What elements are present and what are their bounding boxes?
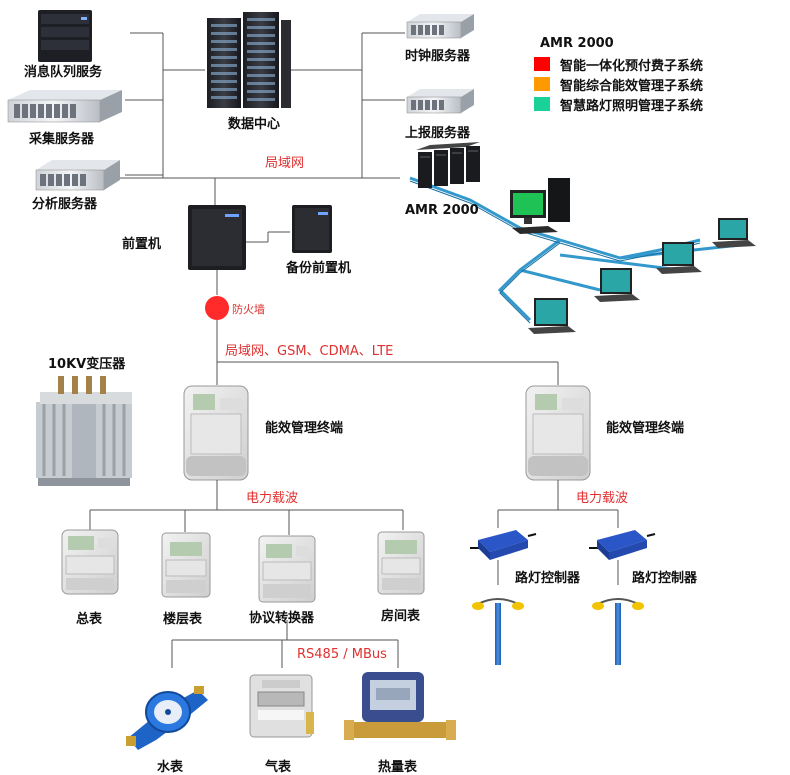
lamp-controller-icon	[470, 530, 537, 560]
meter-bus-lines	[89, 480, 619, 668]
clock-server-label: 时钟服务器	[405, 49, 471, 64]
collect-server-label: 采集服务器	[29, 132, 95, 147]
terminal-left-icon	[183, 385, 249, 481]
protocol-converter-icon	[258, 535, 316, 603]
gas-meter-icon	[249, 674, 314, 738]
report-server-icon	[406, 89, 474, 114]
laptop-icon	[594, 268, 640, 302]
protocol-converter-label: 协议转换器	[249, 611, 315, 626]
collect-server-icon	[7, 90, 122, 123]
data-center-label: 数据中心	[228, 117, 281, 132]
server-lan-lines	[120, 32, 559, 385]
lamp-controller-label-2: 路灯控制器	[632, 571, 698, 586]
terminal-left-label: 能效管理终端	[265, 421, 344, 436]
analysis-server-icon	[35, 160, 120, 191]
front-machine-icon	[188, 205, 246, 270]
workstation-icon	[510, 178, 570, 234]
transformer-icon	[36, 376, 132, 486]
water-meter-icon	[126, 686, 208, 750]
rs485-label: RS485 / MBus	[297, 647, 387, 662]
floor-meter-label: 楼层表	[163, 612, 203, 627]
clock-server-icon	[406, 14, 474, 39]
laptop-icon	[656, 242, 702, 274]
terminal-right-icon	[525, 385, 591, 481]
heat-meter-label: 热量表	[378, 760, 418, 775]
terminal-right-label: 能效管理终端	[606, 421, 685, 436]
legend-item-prepaid: 智能一体化预付费子系统	[534, 56, 704, 74]
transformer-label: 10KV变压器	[48, 357, 126, 372]
legend-swatch-green	[534, 97, 550, 111]
plc-left-label: 电力载波	[246, 491, 299, 506]
room-meter-icon	[377, 531, 425, 595]
legend-label: 智慧路灯照明管理子系统	[560, 98, 704, 114]
legend-title: AMR 2000	[540, 36, 614, 51]
lamp-controller-label-1: 路灯控制器	[515, 571, 581, 586]
amr-server-cluster-icon	[416, 142, 480, 188]
laptop-icon	[528, 298, 576, 334]
legend-swatch-orange	[534, 77, 550, 91]
message-queue-server-icon	[38, 10, 92, 62]
lan-label: 局域网	[265, 156, 305, 171]
data-center-icon	[207, 12, 291, 108]
room-meter-label: 房间表	[381, 609, 421, 624]
amr-label: AMR 2000	[405, 203, 479, 218]
backup-front-label: 备份前置机	[286, 261, 352, 276]
floor-meter-icon	[161, 532, 211, 598]
analysis-server-label: 分析服务器	[32, 197, 98, 212]
street-light-icon	[592, 598, 644, 665]
plc-right-label: 电力载波	[576, 491, 629, 506]
street-light-icon	[472, 598, 524, 665]
legend-label: 智能综合能效管理子系统	[560, 78, 704, 94]
firewall-label: 防火墙	[232, 303, 265, 316]
lamp-controller-icon	[589, 530, 656, 560]
report-server-label: 上报服务器	[405, 126, 471, 141]
legend-item-energy: 智能综合能效管理子系统	[534, 76, 704, 94]
firewall-node	[205, 296, 229, 320]
gas-meter-label: 气表	[265, 760, 292, 775]
laptop-icon	[712, 218, 756, 248]
water-meter-label: 水表	[157, 760, 184, 775]
total-meter-label: 总表	[76, 612, 103, 627]
legend-label: 智能一体化预付费子系统	[560, 58, 704, 74]
legend-swatch-red	[534, 57, 550, 71]
heat-meter-icon	[344, 672, 456, 740]
front-machine-label: 前置机	[122, 237, 162, 252]
total-meter-icon	[61, 529, 119, 595]
legend-item-lighting: 智慧路灯照明管理子系统	[534, 96, 704, 114]
network-label: 局域网、GSM、CDMA、LTE	[225, 344, 394, 359]
message-queue-label: 消息队列服务	[24, 65, 103, 80]
backup-front-machine-icon	[292, 205, 332, 253]
